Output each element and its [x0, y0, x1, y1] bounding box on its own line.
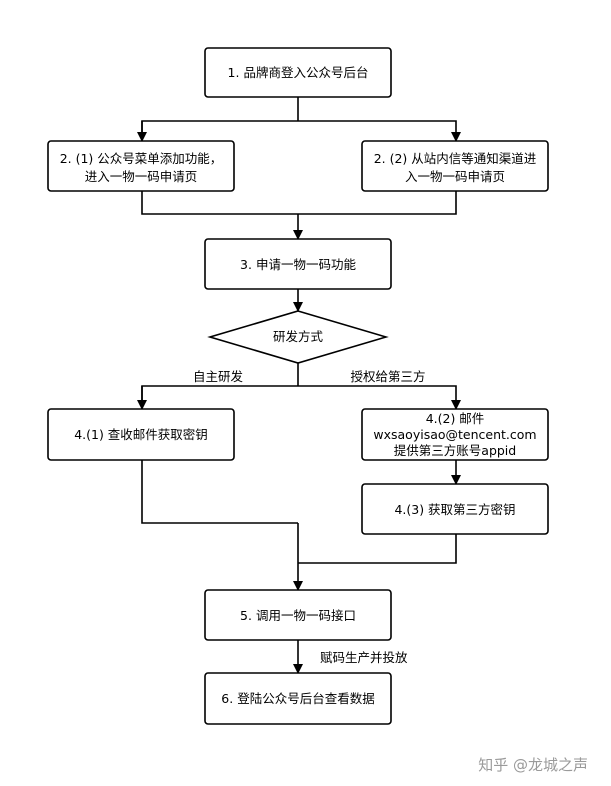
step-4c-label: 4.(3) 获取第三方密钥	[394, 502, 515, 517]
step-4b-node: 4.(2) 邮件 wxsaoyisao@tencent.com 提供第三方账号a…	[361, 408, 549, 461]
connector-1-split	[141, 97, 456, 141]
step-1-node: 1. 品牌商登入公众号后台	[204, 47, 392, 98]
step-3-label: 3. 申请一物一码功能	[240, 257, 356, 272]
decision-node: 研发方式	[207, 310, 389, 364]
connector-2-merge	[141, 191, 457, 215]
step-4a-label: 4.(1) 查收邮件获取密钥	[74, 427, 208, 442]
step-1-label: 1. 品牌商登入公众号后台	[228, 65, 369, 80]
step-2b-line-2: 入一物一码申请页	[405, 169, 505, 184]
watermark-text: 知乎 @龙城之声	[478, 756, 588, 774]
step-3-node: 3. 申请一物一码功能	[204, 238, 392, 290]
step-2b-node: 2. (2) 从站内信等通知渠道进 入一物一码申请页	[361, 140, 549, 192]
step-2a-node: 2. (1) 公众号菜单添加功能， 进入一物一码申请页	[47, 140, 235, 192]
step-6-label: 6. 登陆公众号后台查看数据	[221, 691, 374, 706]
edge-label-produce: 赋码生产并投放	[320, 650, 408, 665]
step-6-node: 6. 登陆公众号后台查看数据	[204, 672, 392, 725]
step-4b-line-1: 4.(2) 邮件	[426, 411, 485, 426]
step-2a-line-1: 2. (1) 公众号菜单添加功能，	[60, 151, 223, 166]
step-2a-line-2: 进入一物一码申请页	[85, 169, 198, 184]
step-4b-line-3: 提供第三方账号appid	[394, 443, 516, 458]
step-5-label: 5. 调用一物一码接口	[240, 608, 356, 623]
edge-label-self-dev: 自主研发	[193, 369, 244, 384]
step-4a-node: 4.(1) 查收邮件获取密钥	[47, 408, 235, 461]
step-5-node: 5. 调用一物一码接口	[204, 589, 392, 641]
connector-merge-to-5	[141, 460, 457, 590]
step-4c-node: 4.(3) 获取第三方密钥	[361, 483, 549, 535]
step-2b-line-1: 2. (2) 从站内信等通知渠道进	[374, 151, 537, 166]
step-4b-line-2: wxsaoyisao@tencent.com	[373, 427, 536, 442]
connectors	[137, 97, 457, 674]
edge-label-third-party: 授权给第三方	[350, 369, 425, 384]
decision-label: 研发方式	[273, 329, 324, 344]
